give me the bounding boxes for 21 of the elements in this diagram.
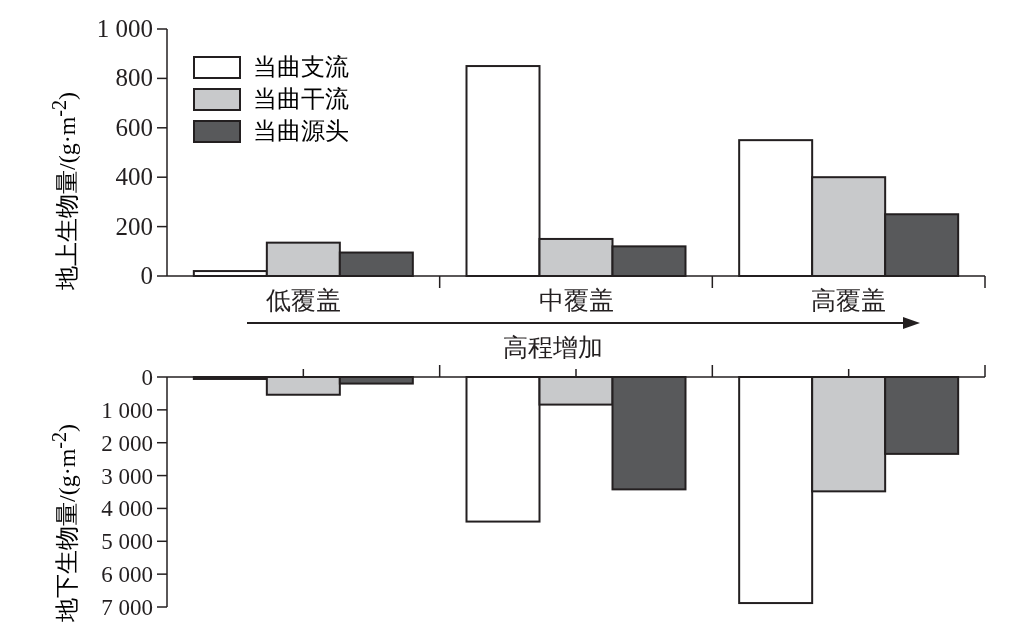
tick-label: 4 000: [101, 496, 153, 522]
legend-label: 当曲干流: [253, 87, 349, 111]
tick-label: 5 000: [101, 529, 153, 555]
legend-label: 当曲支流: [253, 55, 349, 79]
tick-label: 2 000: [101, 430, 153, 456]
legend-label: 当曲源头: [253, 119, 349, 143]
category-label: 低覆盖: [265, 287, 341, 314]
tick-label: 3 000: [101, 463, 153, 489]
category-label: 中覆盖: [538, 287, 614, 314]
tick-label: 7 000: [101, 595, 153, 620]
tick-label: 800: [115, 64, 153, 92]
tick-label: 6 000: [101, 562, 153, 588]
tick-label: 600: [115, 113, 153, 141]
category-label: 高覆盖: [811, 287, 887, 314]
tick-label: 400: [115, 163, 153, 191]
tick-label: 200: [115, 212, 153, 240]
tick-label: 0: [140, 262, 153, 289]
tick-label: 0: [141, 365, 153, 390]
tick-label: 1 000: [96, 15, 153, 42]
tick-label: 1 000: [101, 397, 153, 423]
axis-note: 高程增加: [503, 334, 603, 361]
